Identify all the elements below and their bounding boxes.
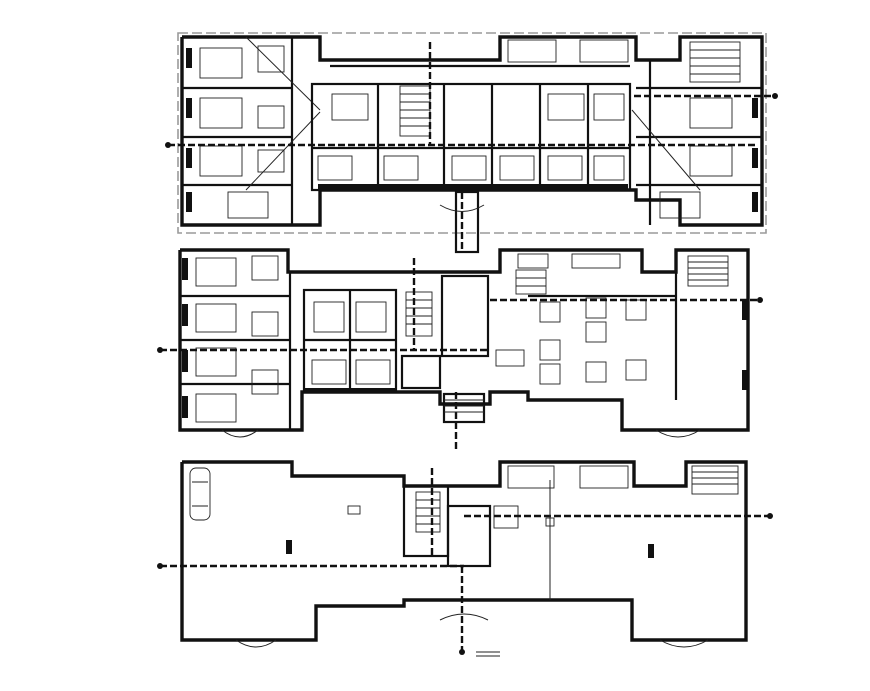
middle-floor-plan [157, 248, 763, 452]
top-left-wing-rooms [182, 36, 321, 225]
top-right-wing-rooms [507, 39, 762, 225]
middle-dining-hall [528, 255, 748, 438]
ground-center-rooms [402, 465, 739, 640]
middle-left-wing-rooms [180, 255, 292, 438]
top-center-rooms [310, 64, 632, 192]
top-floor-plan [165, 32, 778, 254]
ground-floor-plan [157, 460, 773, 657]
ground-parking-area [189, 467, 404, 608]
middle-center-rooms [302, 253, 621, 393]
